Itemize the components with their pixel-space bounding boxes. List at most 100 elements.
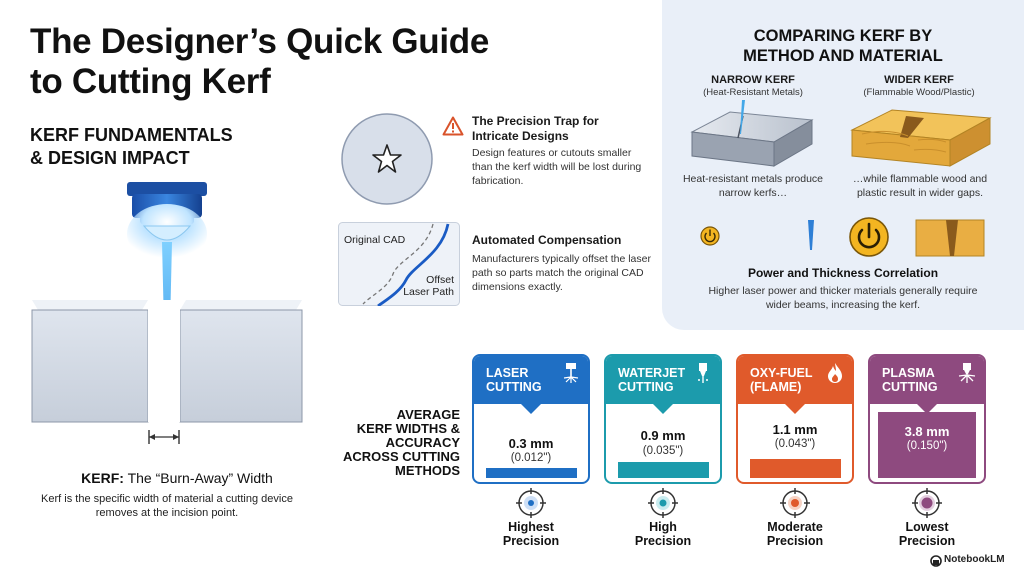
averages-title-line5: METHODS xyxy=(395,463,460,478)
target-icon xyxy=(648,488,678,518)
laser-head-top xyxy=(127,182,207,196)
method-card-laser: LASER CUTTING 0.3 mm (0.012") xyxy=(472,354,590,484)
method-name-line1: PLASMA xyxy=(882,366,935,380)
flame-icon xyxy=(828,363,842,383)
precision-label-oxy-fuel: Moderate Precision xyxy=(736,520,854,548)
method-name-line2: (FLAME) xyxy=(750,380,802,394)
precision-label-waterjet: High Precision xyxy=(604,520,722,548)
brand-text: NotebookLM xyxy=(944,554,1005,565)
comparison-title-line2: METHOD AND MATERIAL xyxy=(743,47,943,65)
narrow-kerf-heading: NARROW KERF xyxy=(711,74,795,86)
precision-trap-title: The Precision Trap for Intricate Designs xyxy=(472,114,599,143)
wider-kerf-subheading: (Flammable Wood/Plastic) xyxy=(863,87,975,98)
fundamentals-title-line1: KERF FUNDAMENTALS xyxy=(30,125,233,145)
wider-kerf-heading: WIDER KERF xyxy=(884,74,954,86)
precision-line2: Precision xyxy=(502,534,560,548)
left-material-block xyxy=(31,309,149,423)
warning-triangle-icon xyxy=(442,116,464,136)
averages-title-line1: AVERAGE xyxy=(396,407,460,422)
averages-title-line2: KERF WIDTHS & xyxy=(356,421,460,436)
kerf-inch-value: (0.035") xyxy=(642,445,684,457)
narrow-kerf-subheading: (Heat-Resistant Metals) xyxy=(703,87,803,98)
offset-laser-path-label: Offset Laser Path xyxy=(398,274,454,298)
method-card-oxy-fuel: OXY-FUEL (FLAME) 1.1 mm (0.043") xyxy=(736,354,854,484)
compensation-description: Manufacturers typically offset the laser… xyxy=(472,253,651,293)
offset-label-line1: Offset xyxy=(426,274,454,286)
power-correlation-description: Higher laser power and thicker materials… xyxy=(708,285,978,311)
power-correlation-title: Power and Thickness Correlation xyxy=(747,266,939,280)
averages-title-line3: ACCURACY xyxy=(385,435,460,450)
precision-trap-description: Design features or cutouts smaller than … xyxy=(472,147,642,187)
card-header: PLASMA CUTTING xyxy=(870,356,984,414)
averages-title-line4: ACROSS CUTTING xyxy=(343,449,460,464)
card-notch xyxy=(916,403,938,414)
kerf-mm-value: 3.8 mm xyxy=(904,424,950,439)
thin-beam-icon xyxy=(808,220,814,250)
power-icon-large xyxy=(849,217,889,257)
precision-line1: High xyxy=(649,520,677,534)
page-title-line1: The Designer’s Quick Guide xyxy=(30,22,489,61)
kerf-heading-strong: KERF: xyxy=(81,470,124,486)
card-notch xyxy=(520,403,542,414)
laser-cutting-illustration xyxy=(31,182,303,444)
precision-label-plasma: Lowest Precision xyxy=(868,520,986,548)
kerf-width-bar xyxy=(618,462,709,478)
kerf-inch-value: (0.043") xyxy=(774,438,816,450)
kerf-width-bar xyxy=(750,459,841,478)
method-card-plasma: PLASMA CUTTING 3.8 mm (0.150") xyxy=(868,354,986,484)
kerf-inch-value: (0.012") xyxy=(510,452,552,464)
laser-beam-icon xyxy=(563,363,579,383)
wood-block-illustration xyxy=(850,109,992,167)
kerf-mm-value: 0.9 mm xyxy=(640,428,686,443)
metal-caption: Heat-resistant metals produce narrow ker… xyxy=(682,173,824,199)
kerf-description: Kerf is the specific width of material a… xyxy=(41,493,293,519)
card-header: WATERJET CUTTING xyxy=(606,356,720,414)
comparison-title: COMPARING KERF BY METHOD AND MATERIAL xyxy=(662,26,1024,66)
offset-label-line2: Laser Path xyxy=(403,286,454,298)
cad-offset-diagram: Original CAD Offset Laser Path xyxy=(338,222,460,306)
right-material-block xyxy=(179,309,303,423)
thick-wood-icon xyxy=(915,219,985,257)
precision-line2: Precision xyxy=(634,534,692,548)
method-name-line2: CUTTING xyxy=(618,380,674,394)
precision-line1: Moderate xyxy=(767,520,823,534)
page-title: The Designer’s Quick Guide to Cutting Ke… xyxy=(30,22,590,102)
metal-block-illustration xyxy=(690,100,814,167)
fundamentals-title-line2: & DESIGN IMPACT xyxy=(30,148,190,168)
compensation-title: Automated Compensation xyxy=(472,233,622,247)
plasma-spark-icon xyxy=(958,363,976,383)
star-icon xyxy=(341,113,433,205)
averages-title: AVERAGE KERF WIDTHS & ACCURACY ACROSS CU… xyxy=(310,408,460,478)
kerf-heading-rest: The “Burn-Away” Width xyxy=(123,470,273,486)
kerf-mm-value: 1.1 mm xyxy=(772,422,818,437)
original-cad-label: Original CAD xyxy=(344,234,406,246)
precision-line2: Precision xyxy=(898,534,956,548)
card-header: LASER CUTTING xyxy=(474,356,588,414)
brand-footer: NotebookLM xyxy=(930,554,1022,568)
precision-line2: Precision xyxy=(766,534,824,548)
method-name-line2: CUTTING xyxy=(882,380,938,394)
method-name-line1: LASER xyxy=(486,366,529,380)
kerf-inch-value: (0.150") xyxy=(906,440,948,452)
power-thickness-illustration xyxy=(700,217,985,257)
fundamentals-title: KERF FUNDAMENTALS & DESIGN IMPACT xyxy=(30,124,330,170)
kerf-mm-value: 0.3 mm xyxy=(508,436,554,451)
page-title-line2: to Cutting Kerf xyxy=(30,62,271,101)
kerf-gap xyxy=(148,300,180,422)
water-nozzle-icon xyxy=(698,363,708,383)
precision-line1: Highest xyxy=(508,520,554,534)
comparison-title-line1: COMPARING KERF BY xyxy=(753,27,933,45)
precision-line1: Lowest xyxy=(905,520,949,534)
card-header: OXY-FUEL (FLAME) xyxy=(738,356,852,414)
notebooklm-logo-icon xyxy=(930,555,942,567)
precision-label-laser: Highest Precision xyxy=(472,520,590,548)
power-icon-small xyxy=(700,226,720,246)
target-icon xyxy=(516,488,546,518)
card-notch xyxy=(784,403,806,414)
wood-caption: …while flammable wood and plastic result… xyxy=(852,173,988,199)
kerf-width-bar xyxy=(878,412,976,478)
target-icon xyxy=(912,488,942,518)
comparison-panel xyxy=(662,0,1024,330)
kerf-heading: KERF: The “Burn-Away” Width xyxy=(32,470,322,486)
target-icon xyxy=(780,488,810,518)
